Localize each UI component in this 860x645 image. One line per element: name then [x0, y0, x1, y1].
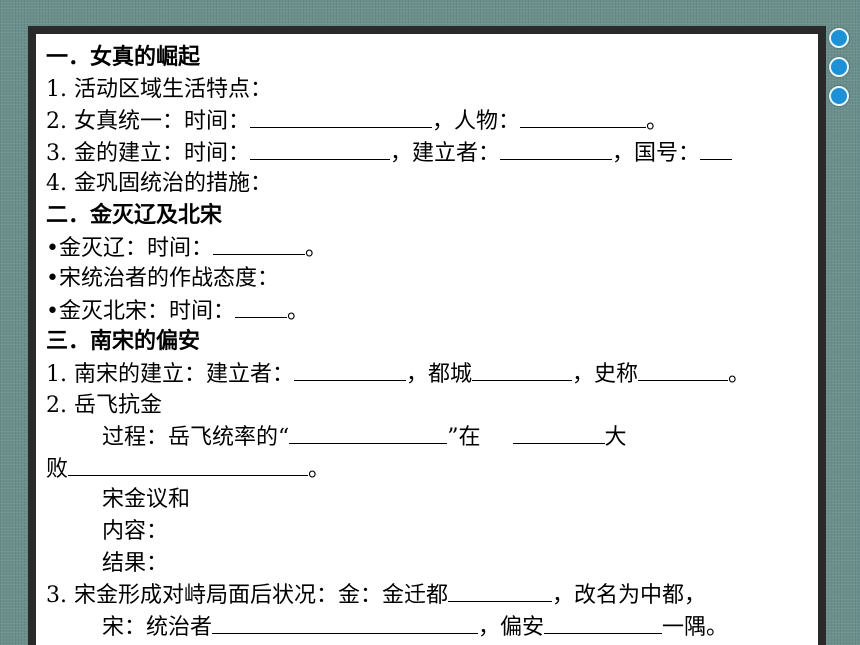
s1-item2-mid: ，人物： — [431, 109, 520, 135]
s2-item1-end: 。 — [304, 235, 327, 261]
s3-process-mid: ”在 — [447, 425, 481, 451]
s3-defeat-end: 。 — [308, 456, 331, 482]
s3-content: 内容： — [46, 516, 860, 548]
blank-field[interactable] — [68, 453, 309, 476]
s2-item3-end: 。 — [286, 298, 309, 324]
blank-field[interactable] — [289, 421, 448, 445]
slide-frame — [28, 26, 826, 645]
s3-song-mid: ，偏安 — [478, 614, 545, 640]
s3-item1: 1. 南宋的建立：建立者： ，都城 ，史称 。 — [46, 358, 860, 390]
s2-item2-text: •宋统治者的作战态度： — [46, 266, 279, 292]
s2-item3-label: •金灭北宋：时间： — [46, 298, 235, 324]
blank-field[interactable] — [212, 611, 479, 634]
circle-icon — [829, 28, 849, 48]
s2-item1-label: •金灭辽：时间： — [46, 235, 213, 261]
s3-item2-text: 2. 岳飞抗金 — [46, 392, 162, 418]
decorative-circles — [829, 28, 849, 115]
s3-item3-end: ，改名为中都， — [552, 583, 707, 609]
s3-process-end: 大 — [604, 425, 627, 451]
s3-content-label: 内容： — [102, 518, 169, 544]
blank-field[interactable] — [234, 295, 287, 318]
s3-process: 过程：岳飞统率的“ ”在 大 — [46, 421, 860, 453]
blank-field[interactable] — [448, 579, 552, 603]
s3-peace: 宋金议和 — [46, 484, 860, 516]
section-2-heading: 二．金灭辽及北宋 — [46, 202, 223, 228]
s3-item3: 3. 宋金形成对峙局面后状况：金：金迁都 ，改名为中都， — [46, 579, 860, 611]
blank-field[interactable] — [512, 421, 605, 445]
s1-item3: 3. 金的建立：时间： ，建立者： ，国号： — [46, 137, 860, 169]
blank-field[interactable] — [700, 137, 733, 160]
s1-item2-end: 。 — [646, 109, 669, 135]
s3-peace-text: 宋金议和 — [102, 487, 191, 513]
s3-defeat: 败。 — [46, 453, 860, 485]
s1-item4: 4. 金巩固统治的措施： — [46, 168, 860, 200]
s1-item2: 2. 女真统一：时间： ，人物： 。 — [46, 105, 860, 137]
circle-icon — [829, 57, 849, 77]
s3-item1-mid1: ，都城 — [405, 361, 472, 387]
blank-field[interactable] — [472, 358, 572, 381]
blank-field[interactable] — [293, 358, 406, 381]
s1-item3-label: 3. 金的建立：时间： — [46, 140, 250, 166]
s2-item1: •金灭辽：时间： 。 — [46, 232, 860, 264]
section-3-heading: 三．南宋的偏安 — [46, 329, 201, 355]
s3-item1-mid2: ，史称 — [572, 361, 639, 387]
s3-song-label: 宋：统治者 — [102, 614, 213, 640]
s1-item1: 1. 活动区域生活特点： — [46, 74, 860, 106]
blank-field[interactable] — [249, 105, 432, 129]
s3-item1-end: 。 — [728, 361, 751, 387]
blank-field[interactable] — [500, 137, 612, 160]
s3-defeat-label: 败 — [46, 456, 69, 482]
s1-item3-mid1: ，建立者： — [389, 140, 500, 166]
s3-item1-label: 1. 南宋的建立：建立者： — [46, 361, 294, 387]
s3-process-label: 过程：岳飞统率的“ — [102, 425, 290, 451]
blank-field[interactable] — [212, 232, 305, 255]
blank-field[interactable] — [638, 358, 729, 381]
s3-item3-label: 3. 宋金形成对峙局面后状况：金：金迁都 — [46, 583, 448, 609]
s1-item2-label: 2. 女真统一：时间： — [46, 109, 250, 135]
blank-field[interactable] — [520, 105, 646, 129]
worksheet-content: 一．女真的崛起 1. 活动区域生活特点： 2. 女真统一：时间： ，人物： 。 3.… — [46, 42, 860, 642]
s3-item2: 2. 岳飞抗金 — [46, 390, 860, 422]
s1-item4-text: 4. 金巩固统治的措施： — [46, 171, 272, 197]
blank-field[interactable] — [249, 137, 390, 160]
s3-song-end: 一隅。 — [662, 614, 729, 640]
circle-icon — [829, 86, 849, 106]
s2-item2: •宋统治者的作战态度： — [46, 263, 860, 295]
s1-item3-mid2: ，国号： — [612, 140, 701, 166]
s1-item1-text: 1. 活动区域生活特点： — [46, 76, 272, 102]
section-1-heading: 一．女真的崛起 — [46, 45, 201, 70]
blank-field[interactable] — [544, 611, 663, 634]
s3-result: 结果： — [46, 548, 860, 580]
s2-item3: •金灭北宋：时间： 。 — [46, 295, 860, 327]
s3-result-label: 结果： — [102, 550, 169, 576]
s3-song: 宋：统治者 ，偏安 一隅。 — [46, 611, 860, 643]
